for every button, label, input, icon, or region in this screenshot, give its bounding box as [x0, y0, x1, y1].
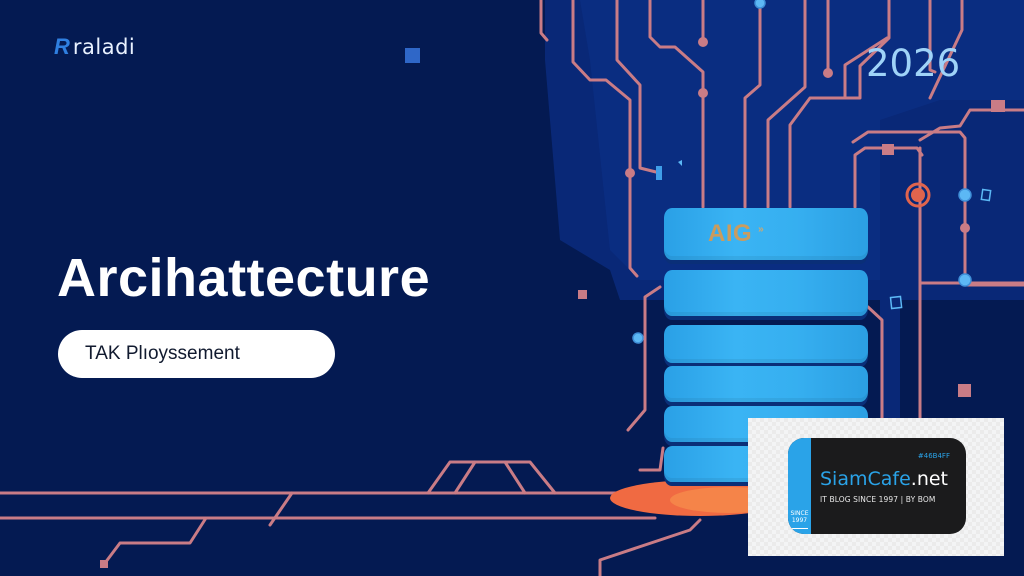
- siamcafe-watermark: SINCE 1997 #46B4FF SiamCafe.net IT BLOG …: [748, 418, 1004, 556]
- database-disk: AIG»: [664, 208, 868, 260]
- subtitle-pill-label: TAK Plıoyssement: [85, 343, 240, 364]
- badge-accent-stripe: [788, 438, 811, 534]
- ribbon-chevron-icon: [791, 524, 808, 529]
- subtitle-pill-button[interactable]: TAK Plıoyssement: [58, 330, 335, 378]
- brand-logo[interactable]: R raladi: [54, 34, 136, 59]
- badge-hex-code: #46B4FF: [917, 452, 950, 460]
- badge-subtitle: IT BLOG SINCE 1997 | BY BOM: [820, 495, 936, 504]
- database-disk: [664, 270, 868, 316]
- logo-wordmark: raladi: [72, 35, 136, 59]
- database-label: AIG»: [708, 220, 765, 247]
- logo-r-icon: R: [54, 34, 70, 59]
- siamcafe-badge[interactable]: SINCE 1997 #46B4FF SiamCafe.net IT BLOG …: [788, 438, 966, 534]
- badge-title: SiamCafe.net: [820, 468, 949, 490]
- since-ribbon: SINCE 1997: [790, 510, 809, 524]
- database-disk: [664, 325, 868, 363]
- database-disk: [664, 366, 868, 402]
- page-title: Arcihattecture: [57, 248, 431, 308]
- year-label: 2026: [866, 42, 961, 85]
